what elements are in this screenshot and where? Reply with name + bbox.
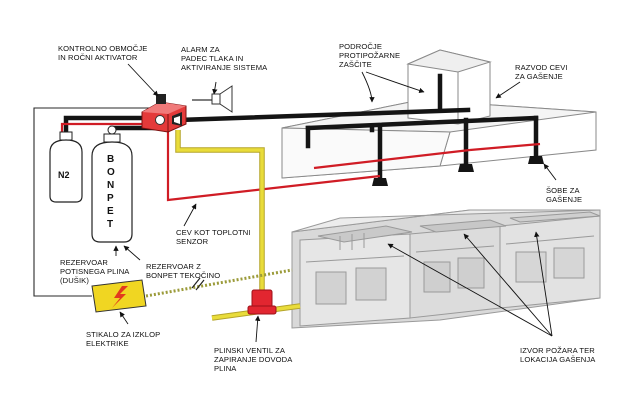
callout-lines: [113, 63, 557, 343]
control-box: [141, 94, 187, 133]
black-pipe-network: [63, 73, 539, 183]
cooking-equipment: [291, 209, 601, 329]
exhaust-duct: [406, 49, 492, 125]
bonpet-letter: N: [107, 180, 114, 191]
bonpet-letter: B: [107, 154, 114, 165]
nitrogen-tank: N2: [49, 131, 83, 203]
bonpet-tank: BONPET: [91, 125, 133, 243]
bonpet-letter: E: [107, 206, 114, 217]
bonpet-letter: O: [107, 167, 115, 178]
power-switch: [91, 279, 147, 313]
gas-valve: [247, 289, 277, 315]
nitrogen-tank-label: N2: [58, 170, 70, 180]
bonpet-letter: T: [107, 219, 113, 230]
bonpet-letter: P: [107, 193, 114, 204]
alarm-horn-icon: [192, 85, 233, 113]
red-heat-sensor-pipe: [60, 122, 541, 202]
nozzles: [372, 156, 544, 186]
electrical-cable: [33, 107, 293, 298]
bonpet-tank-text: BONPET: [107, 154, 115, 230]
